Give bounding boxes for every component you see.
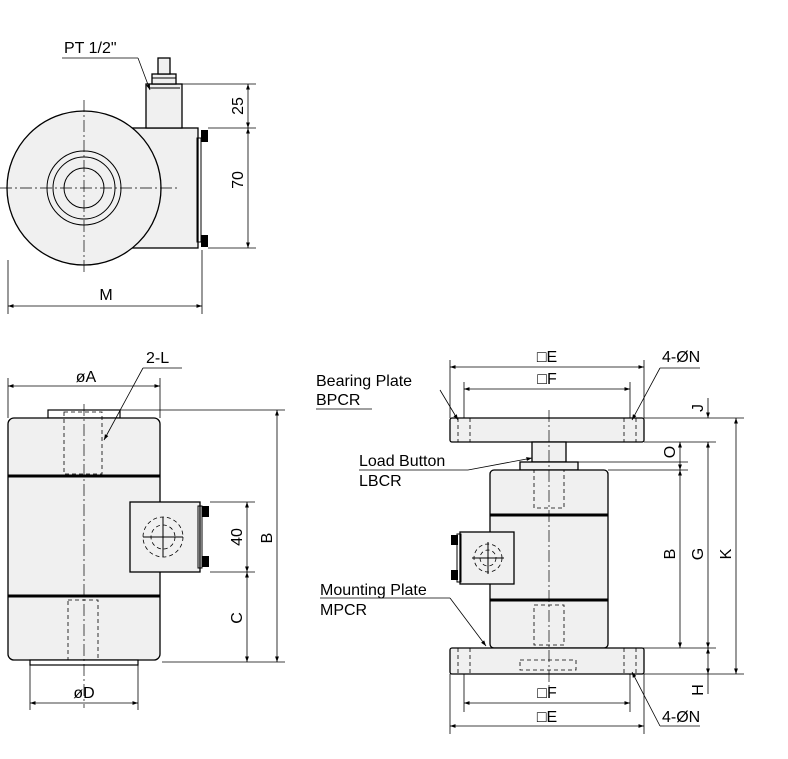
top-4n-label: 4-ØN [662, 349, 700, 366]
top-view [0, 57, 256, 314]
dim-j-label: J [690, 404, 707, 412]
bottom-4n-label: 4-ØN [662, 709, 700, 726]
gland-thread [157, 57, 171, 75]
dim-2l-label: 2-L [146, 350, 169, 367]
dim-25-label: 25 [230, 97, 247, 115]
mounting-plate-label: Mounting Plate [320, 582, 427, 599]
cable-gland [145, 83, 183, 129]
bpcr-label: BPCR [316, 392, 360, 409]
lbcr-label: LBCR [359, 473, 402, 490]
dim-b2-label: B [662, 549, 679, 560]
dim-phi-d-label: øD [73, 685, 94, 702]
mounting-plate [449, 647, 645, 675]
dim-h-label: H [690, 684, 707, 696]
dim-phi-a-label: øA [76, 369, 97, 386]
plate-bolt-top [201, 130, 208, 142]
thread-label: PT 1/2" [64, 40, 117, 57]
top-e-label: □E [537, 349, 557, 366]
gland-nut [151, 73, 177, 85]
bearing-plate [449, 417, 645, 443]
dim-40-label: 40 [229, 528, 246, 546]
bottom-e-label: □E [537, 709, 557, 726]
dim-g-label: G [690, 548, 707, 560]
load-button-label: Load Button [359, 453, 445, 470]
dim-m-label: M [99, 287, 112, 304]
dim-b-label: B [259, 533, 276, 544]
dim-k-label: K [718, 548, 735, 559]
assembly-view [316, 360, 744, 734]
connector-plate [196, 137, 202, 243]
top-f-label: □F [537, 371, 557, 388]
mpcr-label: MPCR [320, 602, 367, 619]
dim-70-label: 70 [230, 171, 247, 189]
plate-bolt-bottom [201, 235, 208, 247]
bottom-f-label: □F [537, 685, 557, 702]
side-view [7, 367, 285, 710]
bearing-plate-label: Bearing Plate [316, 373, 412, 390]
dim-c-label: C [229, 612, 246, 624]
dim-o-label: O [662, 446, 679, 458]
